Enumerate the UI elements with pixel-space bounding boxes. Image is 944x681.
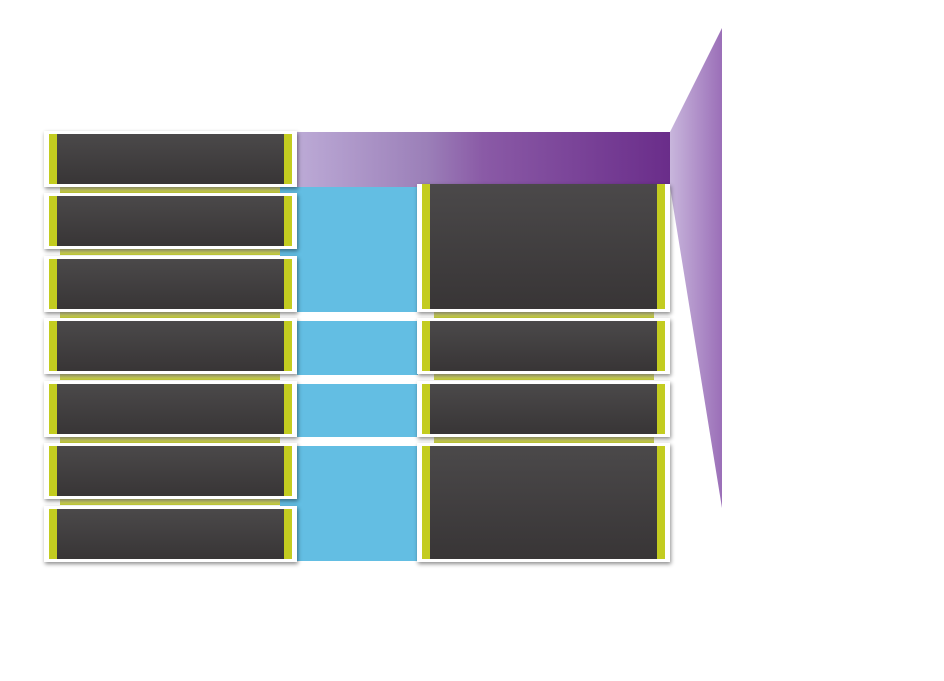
left-block-2 [44,193,297,249]
purple-header-bar [297,132,670,187]
left-block-1 [44,131,297,187]
left-block-5 [44,381,297,437]
left-block-6 [44,443,297,499]
funnel-polygon [670,28,722,508]
right-block-2 [417,318,670,374]
blue-connector-1 [280,187,418,312]
right-block-3 [417,381,670,437]
lime-strip [60,312,280,318]
right-block-4 [417,443,670,562]
lime-strip [60,249,280,255]
left-block-7 [44,506,297,562]
right-block-1 [417,184,670,312]
left-block-3 [44,256,297,312]
lime-strip [60,437,280,443]
lime-strip [60,187,280,193]
left-block-4 [44,318,297,374]
blue-connector-4 [280,446,418,561]
blue-connector-2 [297,321,418,375]
lime-strip [434,312,654,318]
blue-connector-3 [297,384,418,437]
lime-strip [434,437,654,443]
lime-strip [60,374,280,380]
lime-strip [60,499,280,505]
lime-strip [434,374,654,380]
